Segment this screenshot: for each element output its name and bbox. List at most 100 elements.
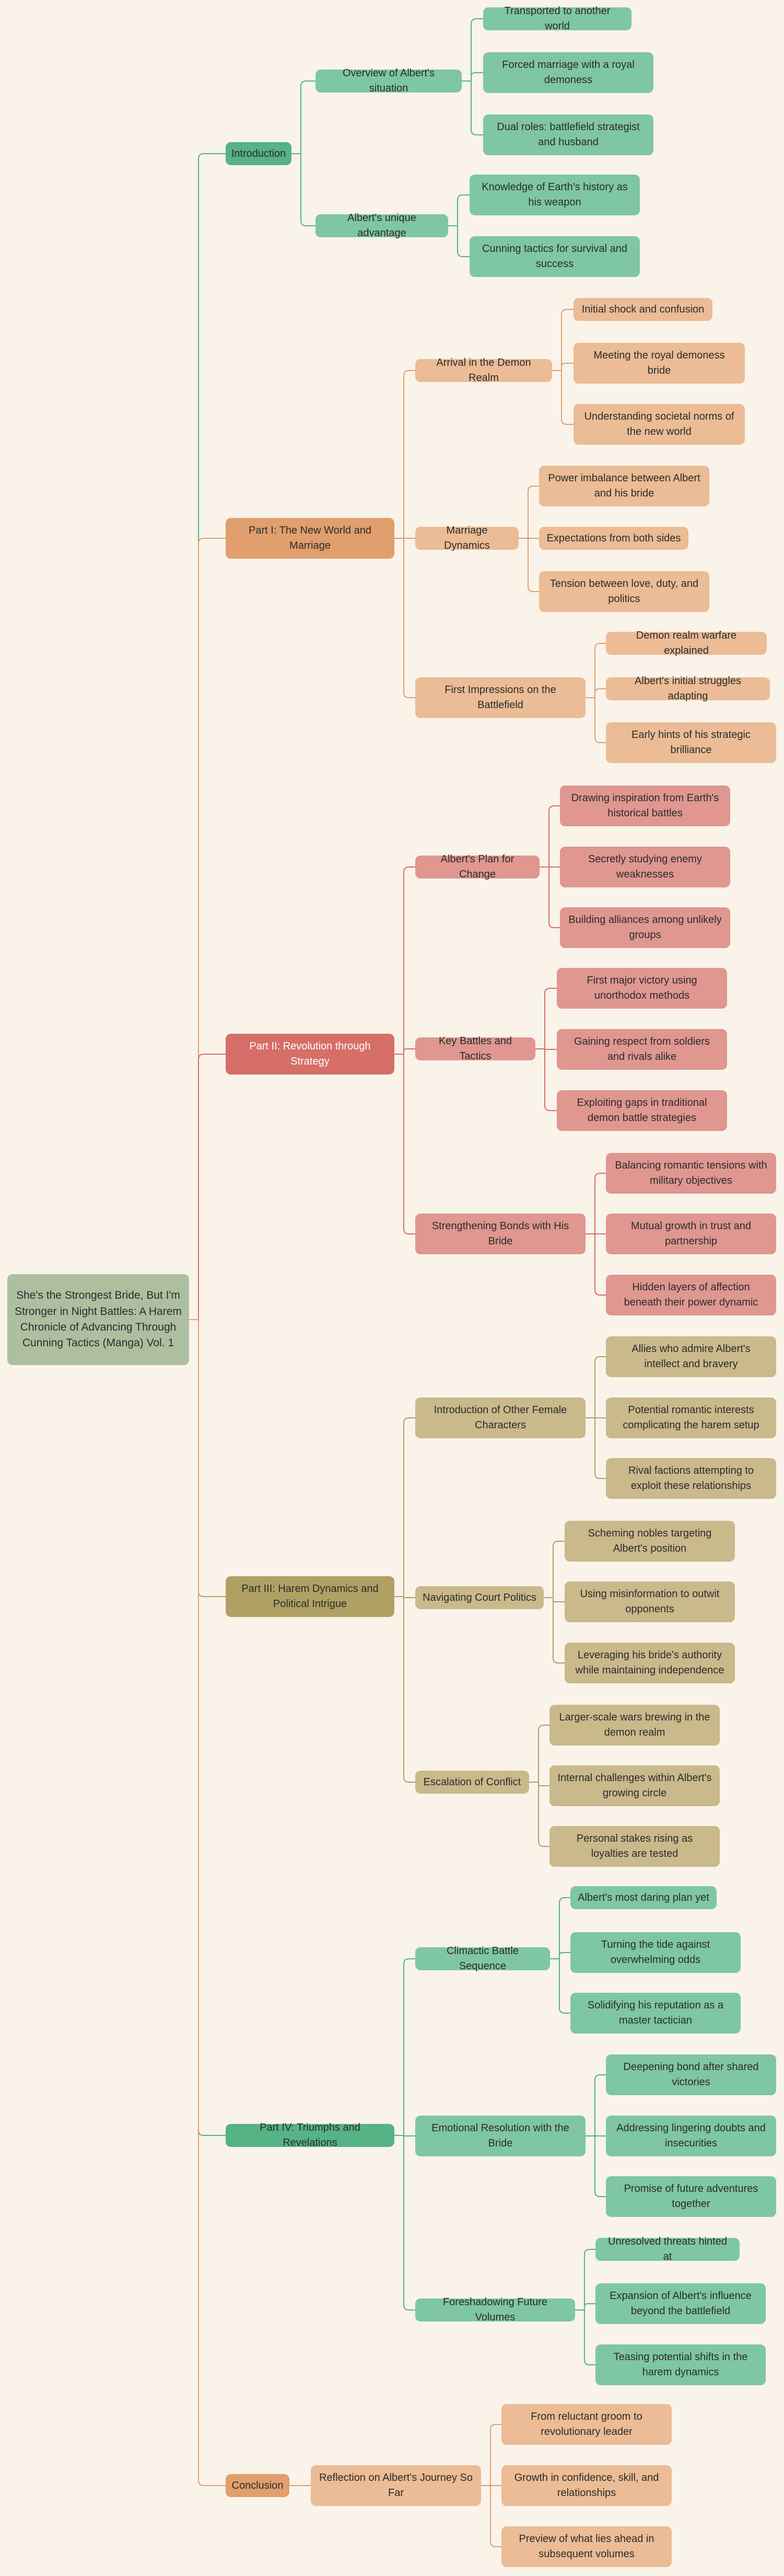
edge-root-to-branch (189, 538, 226, 1320)
edge-topic-to-leaf (544, 1541, 565, 1598)
edge-topic-to-leaf (586, 643, 606, 698)
edge-topic-to-leaf (529, 1725, 549, 1783)
leaf-exploiting-gaps[interactable]: Exploiting gaps in traditional demon bat… (557, 1090, 727, 1131)
topic-reflection-journey[interactable]: Reflection on Albert's Journey So Far (311, 2465, 481, 2506)
leaf-lingering-doubts[interactable]: Addressing lingering doubts and insecuri… (606, 2116, 776, 2156)
leaf-reluctant-groom[interactable]: From reluctant groom to revolutionary le… (501, 2404, 672, 2445)
topic-court-politics[interactable]: Navigating Court Politics (415, 1586, 544, 1609)
edge-topic-to-leaf (586, 2074, 606, 2136)
edge-topic-to-leaf (462, 72, 483, 82)
leaf-warfare-explained[interactable]: Demon realm warfare explained (606, 630, 767, 656)
topic-plan-for-change[interactable]: Albert's Plan for Change (415, 853, 540, 880)
leaf-expansion-influence[interactable]: Expansion of Albert's influence beyond t… (595, 2283, 766, 2324)
leaf-romantic-tensions[interactable]: Balancing romantic tensions with militar… (606, 1153, 776, 1194)
leaf-societal-norms[interactable]: Understanding societal norms of the new … (574, 404, 745, 445)
leaf-scheming-nobles[interactable]: Scheming nobles targeting Albert's posit… (565, 1521, 735, 1562)
leaf-preview-ahead[interactable]: Preview of what lies ahead in subsequent… (501, 2526, 672, 2567)
topic-escalation-conflict[interactable]: Escalation of Conflict (415, 1771, 529, 1794)
leaf-dual-roles[interactable]: Dual roles: battlefield strategist and h… (483, 114, 653, 155)
leaf-earth-history[interactable]: Knowledge of Earth's history as his weap… (470, 175, 640, 215)
leaf-leveraging-authority[interactable]: Leveraging his bride's authority while m… (565, 1643, 735, 1683)
leaf-daring-plan[interactable]: Albert's most daring plan yet (570, 1886, 717, 1909)
leaf-unresolved-threats[interactable]: Unresolved threats hinted at (595, 2236, 740, 2262)
topic-marriage-dynamics[interactable]: Marriage Dynamics (415, 525, 519, 551)
branch-part-1[interactable]: Part I: The New World and Marriage (226, 518, 394, 559)
leaf-cunning-tactics[interactable]: Cunning tactics for survival and success (470, 236, 640, 277)
edge-topic-to-leaf (529, 1782, 549, 1786)
edge-branch-to-topic (394, 538, 415, 698)
branch-introduction[interactable]: Introduction (226, 142, 291, 165)
leaf-early-hints[interactable]: Early hints of his strategic brilliance (606, 722, 776, 763)
edge-topic-to-leaf (544, 1597, 565, 1664)
leaf-personal-stakes[interactable]: Personal stakes rising as loyalties are … (549, 1826, 720, 1867)
edge-topic-to-leaf (586, 1173, 606, 1234)
leaf-tension-love-duty[interactable]: Tension between love, duty, and politics (539, 571, 709, 612)
leaf-internal-challenges[interactable]: Internal challenges within Albert's grow… (549, 1765, 720, 1806)
leaf-mutual-trust[interactable]: Mutual growth in trust and partnership (606, 1214, 776, 1254)
leaf-expectations[interactable]: Expectations from both sides (539, 527, 688, 550)
leaf-transported[interactable]: Transported to another world (483, 5, 631, 32)
leaf-earth-inspiration[interactable]: Drawing inspiration from Earth's histori… (560, 785, 730, 826)
edge-topic-to-leaf (535, 988, 557, 1049)
leaf-deepening-bond[interactable]: Deepening bond after shared victories (606, 2054, 776, 2095)
edge-topic-to-leaf (552, 309, 574, 371)
edge-topic-to-leaf (550, 1952, 570, 1959)
topic-key-battles[interactable]: Key Battles and Tactics (415, 1035, 535, 1062)
edge-branch-to-topic (394, 2135, 415, 2311)
topic-emotional-resolution[interactable]: Emotional Resolution with the Bride (415, 2116, 586, 2156)
topic-overview-situation[interactable]: Overview of Albert's situation (315, 67, 462, 94)
edge-topic-to-leaf (575, 2309, 595, 2365)
leaf-romantic-interests[interactable]: Potential romantic interests complicatin… (606, 1397, 776, 1438)
edge-topic-to-leaf (519, 538, 539, 592)
leaf-meeting-bride[interactable]: Meeting the royal demoness bride (574, 343, 745, 384)
root-topic[interactable]: She's the Strongest Bride, But I'm Stron… (7, 1274, 189, 1365)
leaf-initial-struggles[interactable]: Albert's initial struggles adapting (606, 675, 770, 702)
leaf-turning-tide[interactable]: Turning the tide against overwhelming od… (570, 1932, 741, 1973)
edge-topic-to-leaf (586, 688, 606, 698)
edge-topic-to-leaf (462, 18, 483, 82)
edge-branch-to-topic (394, 1596, 415, 1783)
edge-root-to-branch (189, 1319, 226, 2136)
edge-topic-to-leaf (448, 225, 470, 257)
branch-conclusion[interactable]: Conclusion (226, 2474, 289, 2497)
edge-topic-to-leaf (529, 1782, 549, 1847)
leaf-rival-factions[interactable]: Rival factions attempting to exploit the… (606, 1458, 776, 1499)
edge-topic-to-leaf (544, 1597, 565, 1602)
topic-other-female-characters[interactable]: Introduction of Other Female Characters (415, 1397, 586, 1438)
topic-strengthening-bonds[interactable]: Strengthening Bonds with His Bride (415, 1214, 586, 1254)
leaf-misinformation[interactable]: Using misinformation to outwit opponents (565, 1581, 735, 1622)
topic-foreshadowing[interactable]: Foreshadowing Future Volumes (415, 2296, 575, 2323)
edge-topic-to-leaf (586, 1417, 606, 1479)
edge-topic-to-leaf (540, 867, 560, 928)
edge-root-to-branch (189, 153, 226, 1320)
edge-topic-to-leaf (586, 697, 606, 743)
leaf-allies-admire[interactable]: Allies who admire Albert's intellect and… (606, 1336, 776, 1377)
leaf-unlikely-alliances[interactable]: Building alliances among unlikely groups (560, 907, 730, 948)
edge-topic-to-leaf (481, 2424, 501, 2486)
leaf-gaining-respect[interactable]: Gaining respect from soldiers and rivals… (557, 1029, 727, 1070)
leaf-first-victory[interactable]: First major victory using unorthodox met… (557, 968, 727, 1009)
leaf-power-imbalance[interactable]: Power imbalance between Albert and his b… (539, 466, 709, 506)
edge-branch-to-topic (291, 80, 315, 154)
topic-climactic-battle[interactable]: Climactic Battle Sequence (415, 1945, 550, 1972)
branch-part-3[interactable]: Part III: Harem Dynamics and Political I… (226, 1576, 394, 1617)
leaf-hidden-affection[interactable]: Hidden layers of affection beneath their… (606, 1275, 776, 1315)
leaf-larger-wars[interactable]: Larger-scale wars brewing in the demon r… (549, 1705, 720, 1746)
edge-root-to-branch (189, 1054, 226, 1320)
topic-unique-advantage[interactable]: Albert's unique advantage (315, 212, 448, 239)
topic-first-impressions[interactable]: First Impressions on the Battlefield (415, 677, 586, 718)
leaf-forced-marriage[interactable]: Forced marriage with a royal demoness (483, 52, 653, 93)
edge-branch-to-topic (291, 153, 315, 226)
edge-topic-to-leaf (552, 370, 574, 425)
leaf-initial-shock[interactable]: Initial shock and confusion (574, 298, 712, 321)
leaf-future-adventures[interactable]: Promise of future adventures together (606, 2176, 776, 2217)
leaf-growth-confidence[interactable]: Growth in confidence, skill, and relatio… (501, 2465, 672, 2506)
branch-part-2[interactable]: Part II: Revolution through Strategy (226, 1034, 394, 1075)
leaf-harem-shifts[interactable]: Teasing potential shifts in the harem dy… (595, 2344, 766, 2385)
edge-topic-to-leaf (586, 2135, 606, 2197)
leaf-enemy-weaknesses[interactable]: Secretly studying enemy weaknesses (560, 847, 730, 887)
leaf-master-tactician[interactable]: Solidifying his reputation as a master t… (570, 1993, 741, 2034)
branch-part-4[interactable]: Part IV: Triumphs and Revelations (226, 2122, 394, 2148)
topic-arrival-demon-realm[interactable]: Arrival in the Demon Realm (415, 357, 552, 384)
